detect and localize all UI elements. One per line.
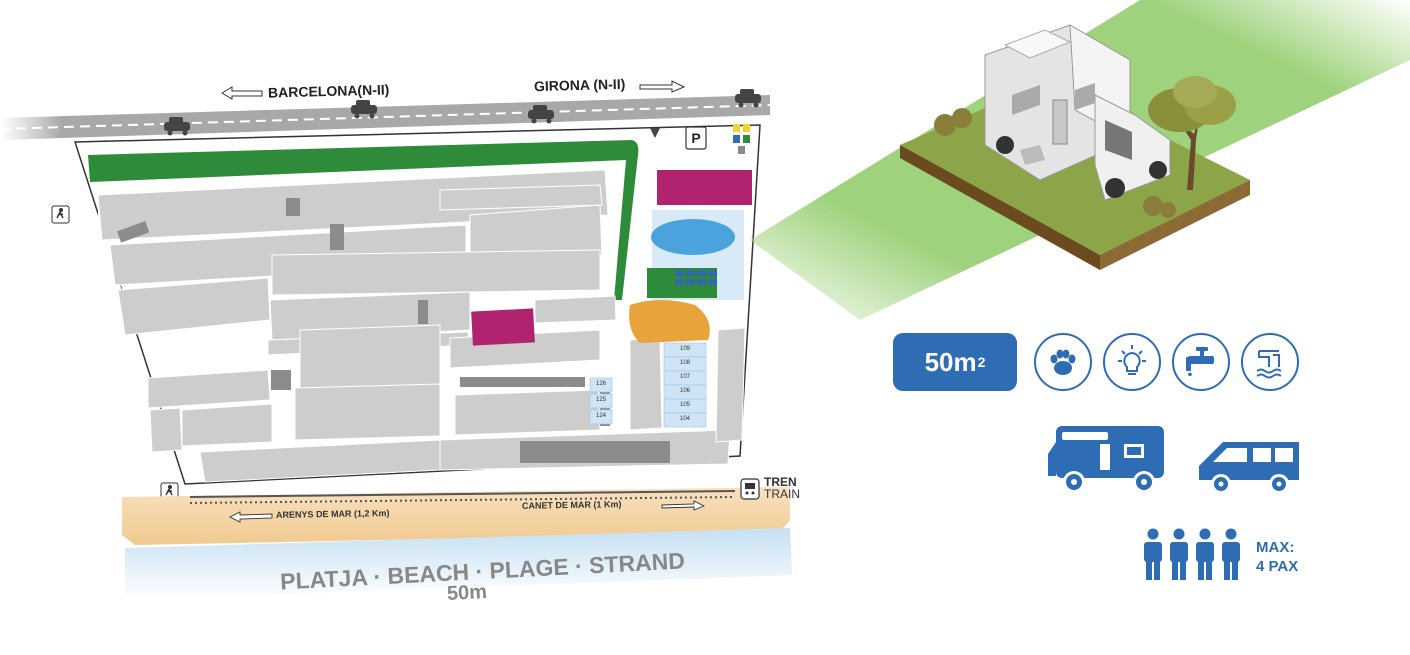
plot-number[interactable]: 125	[595, 397, 606, 403]
railway	[189, 490, 736, 504]
road-label-arenys: ARENYS DE MAR (1,2 Km)	[275, 508, 390, 520]
plot-number[interactable]: 106	[679, 388, 690, 394]
drain-icon	[1241, 333, 1299, 391]
campsite-map	[0, 80, 792, 600]
parking-letter: P	[691, 130, 701, 146]
recycle-bins-icon	[733, 124, 750, 154]
solar-panels	[675, 270, 717, 285]
hedges	[117, 198, 670, 463]
bush-icon	[934, 108, 972, 136]
bush-icon	[1143, 196, 1176, 218]
people-icons	[1143, 528, 1241, 580]
van-icon	[1199, 440, 1303, 498]
plot-number[interactable]: 105	[679, 402, 690, 408]
tree-icon	[1148, 76, 1236, 190]
arrow-right-icon	[661, 500, 706, 511]
arrow-right-icon	[639, 80, 686, 93]
person-icon	[1196, 528, 1214, 580]
reception-building	[657, 170, 752, 205]
pitch-size-sup: 2	[977, 354, 986, 370]
capacity-label: MAX: 4 PAX	[1256, 538, 1298, 576]
train-label-line1: TREN	[764, 475, 797, 489]
train-label: TREN TRAIN	[764, 476, 800, 500]
beach-distance: 50m	[446, 580, 488, 606]
road-label-barcelona: BARCELONA(N-II)	[267, 81, 390, 101]
person-icon	[1144, 528, 1162, 580]
road-label-girona: GIRONA (N-II)	[533, 75, 626, 95]
plot-number[interactable]: 104	[679, 416, 690, 422]
water-tap-icon	[1172, 333, 1230, 391]
plot-numbers-right: 109 108 107 106 105 104	[664, 346, 706, 430]
pool	[651, 219, 735, 255]
plot-number[interactable]: 126	[595, 381, 606, 387]
arrow-left-icon	[228, 511, 273, 523]
arrow-left-icon	[221, 86, 263, 100]
pitch-illustration	[750, 0, 1410, 320]
plot-number[interactable]: 109	[679, 346, 690, 352]
service-building	[471, 308, 535, 346]
plot-numbers-middle: 126 125 124	[590, 381, 612, 429]
paw-icon	[1034, 333, 1092, 391]
motorhome-icon	[1048, 424, 1166, 496]
pedestrian-icon	[51, 205, 70, 224]
person-icon	[1222, 528, 1240, 580]
motorhome-illustration	[984, 24, 1171, 201]
pitch-size: 50m	[924, 346, 977, 377]
road-label-canet: CANET DE MAR (1 Km)	[521, 499, 622, 511]
lightbulb-icon	[1103, 333, 1161, 391]
parking-icon	[685, 126, 707, 150]
blue-plots	[589, 342, 707, 428]
highway	[0, 95, 771, 140]
car-icon	[164, 117, 190, 136]
car-icon	[351, 100, 377, 119]
train-icon	[740, 478, 760, 500]
plot-number[interactable]: 107	[679, 374, 690, 380]
entrance-marker-icon	[650, 128, 660, 138]
plot-number[interactable]: 124	[595, 413, 606, 419]
plot-number[interactable]: 108	[679, 360, 690, 366]
capacity-label-line1: MAX:	[1256, 539, 1295, 556]
playground	[629, 300, 710, 343]
sand-strip	[122, 487, 790, 545]
sea	[125, 528, 792, 600]
train-label-line2: TRAIN	[764, 487, 800, 501]
car-icon	[735, 89, 761, 108]
capacity-label-line2: 4 PAX	[1256, 558, 1299, 575]
person-icon	[1170, 528, 1188, 580]
car-icon	[528, 105, 554, 124]
